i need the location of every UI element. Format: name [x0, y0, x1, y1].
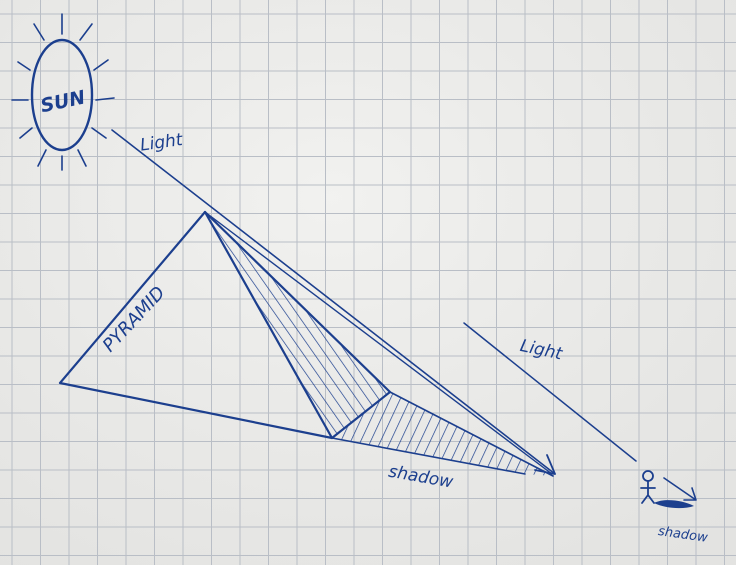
person-drawing: shadow	[640, 470, 709, 546]
pyramid-outline	[58, 210, 334, 440]
pyramid-shaded-face	[205, 212, 390, 438]
shadow-outline	[331, 391, 554, 477]
person-shadow	[654, 500, 694, 509]
light-ray-lower-line	[463, 322, 637, 462]
person-ray-arrow	[663, 477, 697, 501]
pyramid-ground-shadow	[332, 392, 553, 476]
apex-light-line	[204, 211, 553, 475]
light-ray-line	[111, 129, 556, 475]
sun-circle	[30, 38, 94, 152]
pyramid-drawing: PYRAMID shadow	[58, 210, 554, 493]
shadow-label-person: shadow	[657, 524, 709, 546]
person-body	[640, 480, 656, 504]
sun-rays	[11, 13, 115, 171]
